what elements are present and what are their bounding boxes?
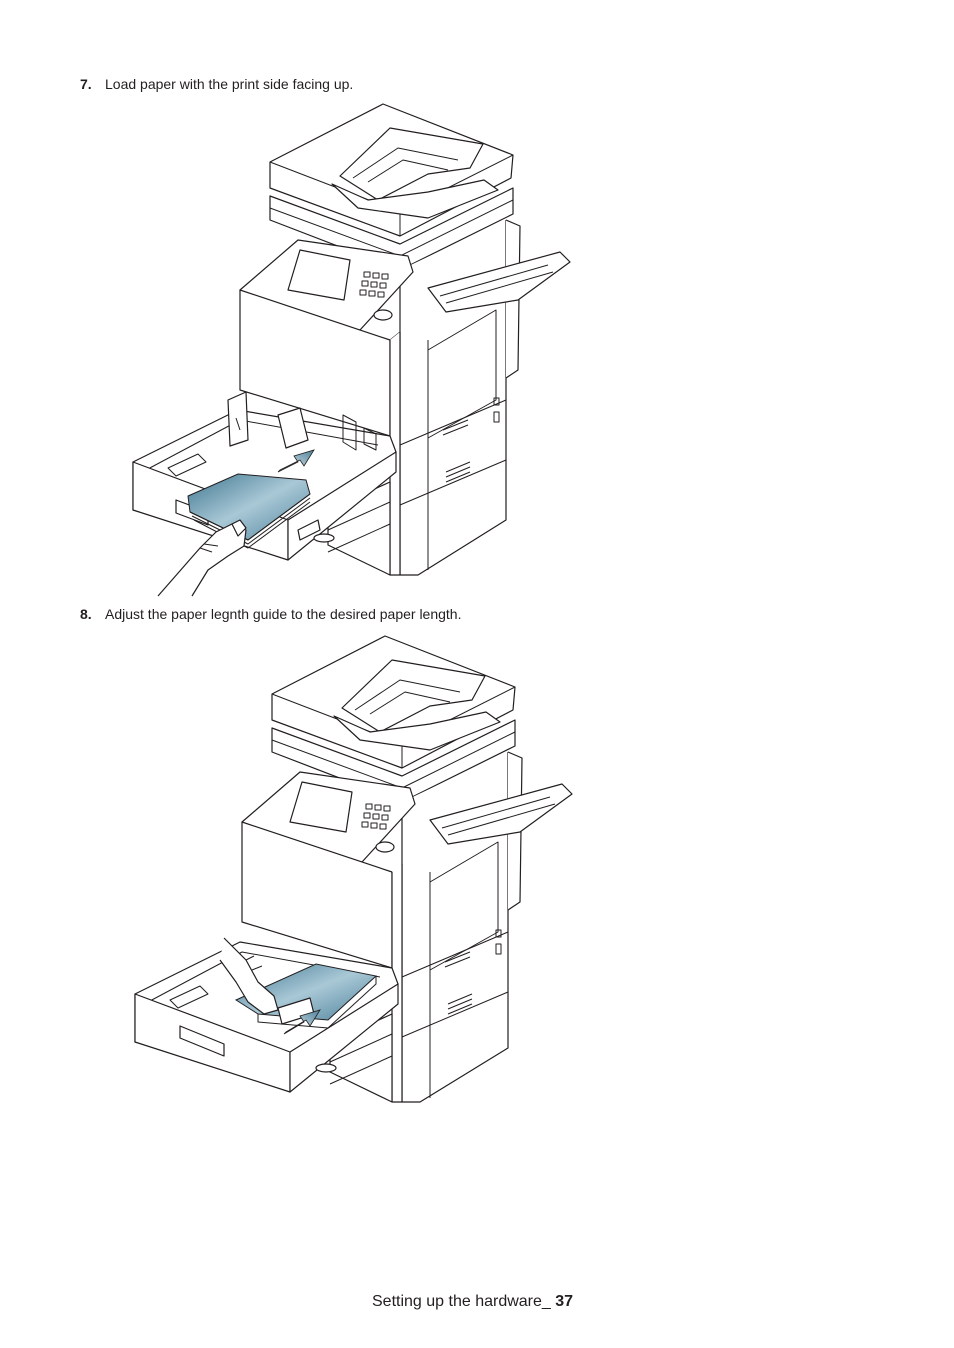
footer-section-title: Setting up the hardware_ <box>372 1293 551 1310</box>
step-8: 8. Adjust the paper legnth guide to the d… <box>80 606 461 622</box>
step-number: 8. <box>80 606 92 622</box>
step-text: Adjust the paper legnth guide to the des… <box>105 606 462 622</box>
step-text: Load paper with the print side facing up… <box>105 76 354 92</box>
printer-adjust-length-guide-illustration <box>128 630 580 1114</box>
page-number: 37 <box>555 1293 574 1310</box>
step-number: 7. <box>80 76 92 92</box>
page-footer: Setting up the hardware_ 37 <box>372 1293 573 1311</box>
printer-load-paper-illustration <box>128 100 578 598</box>
step-7: 7. Load paper with the print side facing … <box>80 76 353 92</box>
